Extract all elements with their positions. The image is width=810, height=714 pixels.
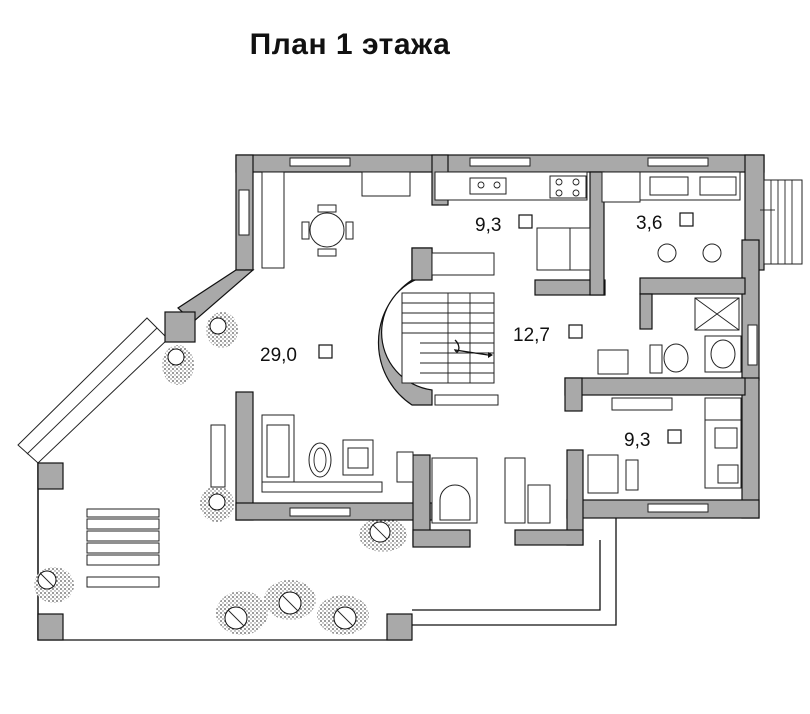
windows	[238, 157, 758, 517]
bathroom-furniture	[597, 171, 742, 375]
terrace-post	[386, 613, 413, 641]
area-label-bedroom: 9,3	[624, 429, 682, 451]
svg-text:12,7: 12,7	[513, 325, 550, 346]
tree-icon	[264, 580, 316, 620]
tree-icon	[317, 595, 369, 635]
tree-icon	[200, 486, 234, 522]
tree-icon	[216, 591, 268, 635]
vestibule	[431, 457, 551, 524]
area-label-hall: 12,7	[513, 324, 583, 346]
living-room-furniture	[210, 171, 414, 493]
entrance-steps	[760, 179, 803, 265]
bedroom-furniture	[587, 397, 742, 494]
tree-icon	[162, 345, 194, 385]
svg-text:9,3: 9,3	[475, 215, 501, 236]
terrace	[17, 317, 617, 641]
kitchen-furniture	[434, 171, 591, 271]
staircase	[401, 252, 499, 406]
terrace-post	[37, 613, 64, 641]
area-label-living-room: 29,0	[260, 344, 333, 366]
svg-text:3,6: 3,6	[636, 213, 662, 234]
dining-table	[309, 212, 345, 248]
garden-table	[86, 508, 160, 588]
tree-icon	[359, 518, 407, 552]
toilet	[663, 343, 689, 373]
plants	[34, 312, 407, 635]
area-label-kitchen: 9,3	[475, 214, 533, 236]
terrace-post	[37, 462, 64, 490]
tree-icon	[206, 312, 238, 348]
area-labels: 29,0 9,3 3,6 12,7 9,3	[260, 212, 694, 451]
area-label-bathroom: 3,6	[636, 212, 694, 234]
page-title: План 1 этажа	[249, 28, 451, 61]
coffee-table	[308, 442, 332, 478]
tree-icon	[34, 567, 74, 603]
svg-text:9,3: 9,3	[624, 430, 650, 451]
svg-text:29,0: 29,0	[260, 345, 297, 366]
